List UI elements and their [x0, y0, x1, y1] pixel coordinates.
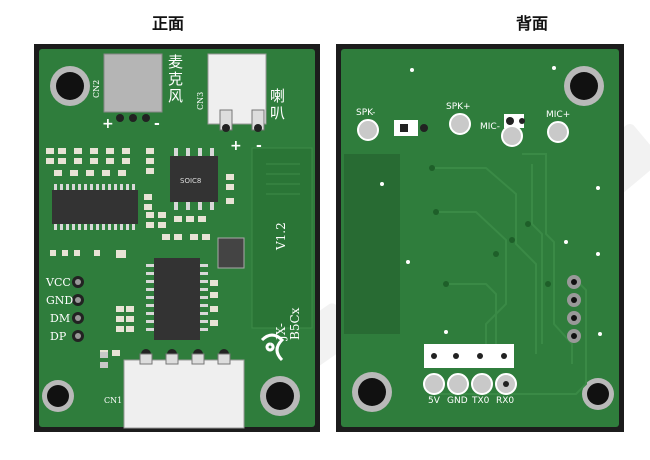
- cn1-label: CN1: [104, 396, 123, 405]
- mic-label: 麦克风: [168, 53, 184, 105]
- pin-label-vcc: VCC: [46, 276, 71, 289]
- bottom-connector-strip: [424, 344, 514, 368]
- pin-label-dp: DP: [50, 330, 67, 343]
- ground-plane: [344, 154, 400, 334]
- mic-connector: [103, 53, 163, 113]
- header-pin-icon: [72, 294, 84, 306]
- main-chip: [154, 258, 200, 340]
- header-pin-icon: [567, 311, 581, 325]
- spk-plus-label: +: [230, 138, 242, 154]
- crystal-module: [217, 237, 245, 269]
- pad-tx0: [471, 373, 493, 395]
- back-title: 背面: [515, 14, 548, 33]
- model-label: JX-B5Cx: [274, 307, 302, 340]
- cn3-label: CN3: [196, 91, 205, 110]
- header-pin-icon: [567, 293, 581, 307]
- pad-gnd: [447, 373, 469, 395]
- mic-minus-label: -: [154, 116, 160, 132]
- mount-hole-icon: [50, 66, 90, 106]
- pad-label-5v: 5V: [428, 396, 440, 406]
- mount-hole-icon: [42, 380, 74, 412]
- logo-icon: [260, 333, 285, 362]
- pad-spk-plus: [449, 113, 471, 135]
- pad-label-spk-minus: SPK-: [356, 108, 376, 118]
- pin-label-gnd: GND: [46, 294, 74, 307]
- pad-label-mic-minus: MIC-: [480, 122, 500, 132]
- chip-label: SOIC8: [180, 177, 202, 185]
- pad-mic-minus: [501, 125, 523, 147]
- antenna-area: [251, 147, 313, 329]
- header-pin-icon: [567, 275, 581, 289]
- spk-minus-label: -: [256, 138, 262, 154]
- soic8-chip: [170, 156, 218, 202]
- header-pin-icon: [72, 330, 84, 342]
- mount-hole-icon: [582, 378, 614, 410]
- mic-plus-label: +: [102, 116, 114, 132]
- header-pin-icon: [72, 312, 84, 324]
- speaker-label: 喇叭: [270, 87, 286, 122]
- pad-label-mic-plus: MIC+: [546, 110, 571, 120]
- version-label: V1.2: [274, 222, 288, 250]
- ic-chip: [52, 190, 138, 224]
- front-title: 正面: [151, 14, 184, 33]
- mount-hole-icon: [564, 66, 604, 106]
- back-board: SPK- SPK+ MIC- MIC+ 5V GND TX0 RX0: [336, 44, 624, 432]
- pad-mic-plus: [547, 121, 569, 143]
- pad-label-spk-plus: SPK+: [446, 102, 471, 112]
- pad-5v: [423, 373, 445, 395]
- front-board: CN2 CN3 麦克风 喇叭 + - + - SOIC8 V1.2 JX-B5C…: [34, 44, 320, 432]
- cn1-connector: [123, 359, 245, 429]
- pad-spk-minus: [357, 119, 379, 141]
- pad-rx0: [495, 373, 517, 395]
- cn2-label: CN2: [92, 79, 101, 98]
- header-pin-icon: [567, 329, 581, 343]
- mount-hole-icon: [352, 372, 392, 412]
- mount-hole-icon: [260, 376, 300, 416]
- header-pin-icon: [72, 276, 84, 288]
- pad-label-gnd: GND: [447, 396, 468, 406]
- pad-label-tx0: TX0: [472, 396, 490, 406]
- pin-label-dm: DM: [50, 312, 71, 325]
- pad-label-rx0: RX0: [496, 396, 515, 406]
